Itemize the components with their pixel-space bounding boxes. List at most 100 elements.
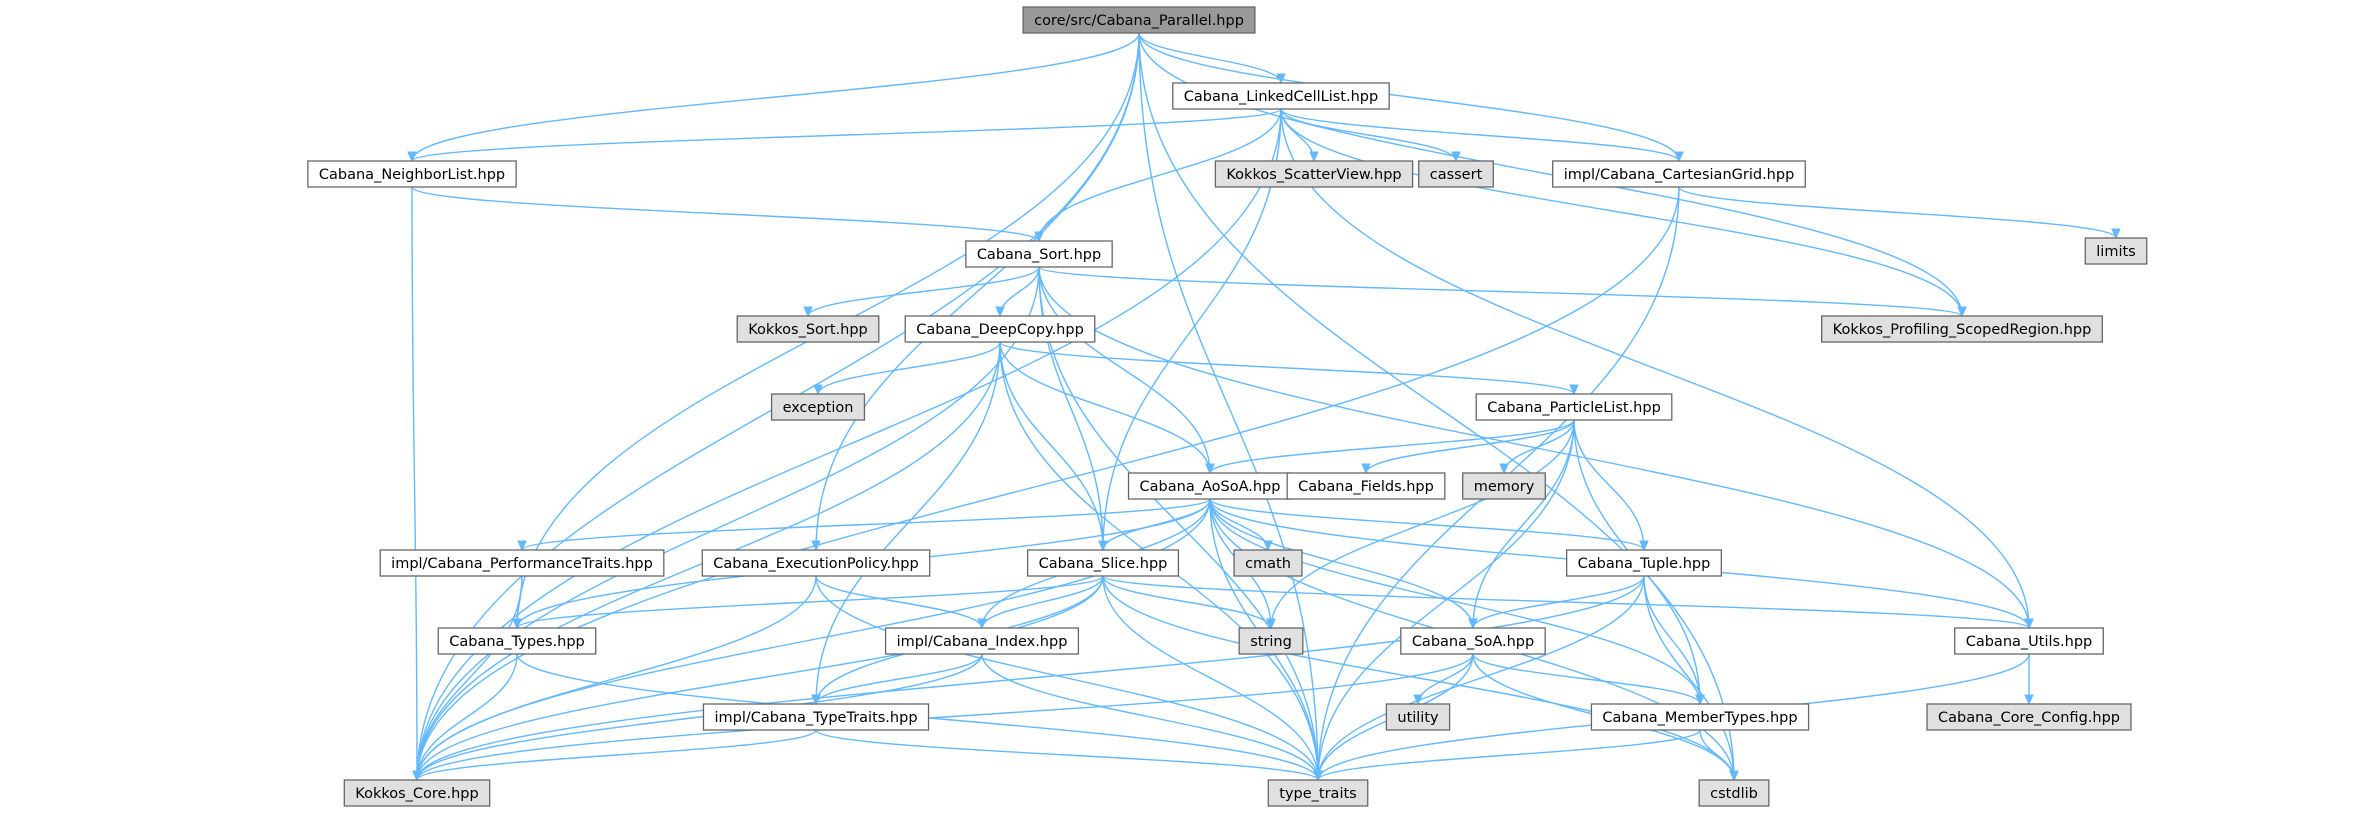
node-box [1462, 472, 1546, 500]
node-box [1926, 703, 2132, 731]
edge-line [1280, 108, 1680, 162]
edge-line [1643, 575, 1701, 705]
node-utils[interactable]: Cabana_Utils.hpp [1954, 627, 2104, 655]
edge-arrowhead [1034, 231, 1044, 243]
edge-arrowhead [1569, 384, 1579, 396]
edge-linkedcell-to-neighborlist [407, 108, 1282, 163]
node-slice[interactable]: Cabana_Slice.hpp [1026, 549, 1180, 577]
node-membertypes[interactable]: Cabana_MemberTypes.hpp [1590, 703, 1810, 731]
edge-line [1038, 266, 1963, 317]
node-label: cassert [1430, 167, 1483, 183]
edge-tuple-to-soa [1468, 575, 1645, 630]
node-linkedcell[interactable]: Cabana_LinkedCellList.hpp [1172, 82, 1390, 110]
edge-linkedcell-to-cartgrid [1280, 108, 1684, 163]
node-label: exception [783, 400, 854, 416]
node-label: Cabana_Sort.hpp [977, 247, 1101, 263]
edge-aosoa-to-perftraits [517, 498, 1211, 552]
node-perftraits[interactable]: impl/Cabana_PerformanceTraits.hpp [379, 549, 665, 577]
edge-line [1038, 266, 2030, 629]
node-deepcopy[interactable]: Cabana_DeepCopy.hpp [904, 315, 1096, 343]
edge-arrowhead [412, 770, 422, 782]
node-cassert: cassert [1418, 160, 1494, 188]
node-cartgrid[interactable]: impl/Cabana_CartesianGrid.hpp [1552, 160, 1806, 188]
node-box [1214, 160, 1414, 188]
node-soa[interactable]: Cabana_SoA.hpp [1400, 627, 1546, 655]
edge-line [817, 341, 1001, 395]
node-utility: utility [1385, 703, 1451, 731]
node-profiling: Kokkos_Profiling_ScopedRegion.hpp [1821, 315, 2103, 343]
edge-slice-to-string [1102, 575, 1276, 630]
node-typetraitsimpl[interactable]: impl/Cabana_TypeTraits.hpp [702, 703, 930, 731]
edge-line [1102, 575, 1319, 781]
edge-line [1317, 729, 1701, 781]
edge-execpolicy-to-index [815, 575, 987, 630]
edge-slice-to-kokkoscore [412, 575, 1104, 782]
edge-line [411, 186, 418, 781]
edge-line [1280, 108, 2030, 629]
edge-arrowhead [517, 540, 527, 552]
edge-arrowhead [407, 151, 417, 163]
node-box [1238, 627, 1304, 655]
edge-line [416, 575, 523, 781]
node-label: Kokkos_Core.hpp [355, 786, 478, 802]
edge-line [1280, 108, 1457, 162]
node-box [343, 779, 491, 807]
edge-line [1472, 419, 1575, 629]
edge-soa-to-membertypes [1472, 653, 1705, 706]
edge-line [1472, 653, 1701, 705]
edge-arrowhead [1413, 694, 1423, 706]
node-scatterview: Kokkos_ScatterView.hpp [1214, 160, 1414, 188]
node-box [701, 549, 931, 577]
node-box [736, 315, 880, 343]
node-exception: exception [770, 393, 866, 421]
node-label: Cabana_NeighborList.hpp [319, 167, 505, 183]
node-index[interactable]: impl/Cabana_Index.hpp [884, 627, 1080, 655]
edge-line [1209, 498, 1701, 705]
edge-arrowhead [977, 618, 987, 630]
edge-arrowhead [1205, 463, 1215, 475]
edge-index-to-typetraitsimpl [811, 653, 983, 706]
node-label: impl/Cabana_Index.hpp [897, 634, 1068, 650]
edge-linkedcell-to-profiling [1280, 108, 1967, 318]
node-types[interactable]: Cabana_Types.hpp [437, 627, 597, 655]
edge-sort-to-profiling [1038, 266, 1967, 318]
file-nodes: core/src/Cabana_Parallel.hppCabana_Linke… [307, 6, 2148, 807]
node-aosoa[interactable]: Cabana_AoSoA.hpp [1127, 472, 1293, 500]
node-coreconfig: Cabana_Core_Config.hpp [1926, 703, 2132, 731]
edge-line [516, 575, 1104, 629]
node-sort[interactable]: Cabana_Sort.hpp [965, 240, 1113, 268]
edge-arrowhead [1729, 770, 1739, 782]
edge-line [411, 32, 1140, 162]
node-execpolicy[interactable]: Cabana_ExecutionPolicy.hpp [701, 549, 931, 577]
edge-line [1102, 575, 2030, 629]
node-particlelist[interactable]: Cabana_ParticleList.hpp [1475, 393, 1673, 421]
edge-arrowhead [813, 384, 823, 396]
node-box [1698, 779, 1770, 807]
node-box [379, 549, 665, 577]
edge-particlelist-to-memory [1499, 419, 1575, 475]
node-fields[interactable]: Cabana_Fields.hpp [1286, 472, 1446, 500]
edge-line [999, 266, 1040, 317]
edge-line [815, 575, 983, 629]
edge-line [1280, 108, 1963, 317]
node-box [1552, 160, 1806, 188]
edge-arrowhead [1957, 306, 1967, 318]
edge-line [1138, 32, 1282, 84]
edge-membertypes-to-cstdlib [1699, 729, 1739, 782]
edge-slice-to-utils [1102, 575, 2034, 630]
edge-utils-to-coreconfig [2024, 654, 2034, 706]
node-label: Cabana_Core_Config.hpp [1938, 710, 2120, 726]
edge-parallel-to-neighborlist [407, 32, 1140, 163]
edge-arrowhead [1098, 540, 1108, 552]
node-tuple[interactable]: Cabana_Tuple.hpp [1566, 549, 1722, 577]
edge-sort-to-type_traits [1038, 266, 1323, 782]
edge-sort-to-slice [1038, 266, 1108, 552]
node-box [2084, 237, 2148, 265]
edge-deepcopy-to-aosoa [999, 341, 1215, 475]
node-parallel[interactable]: core/src/Cabana_Parallel.hpp [1022, 6, 1256, 34]
node-string: string [1238, 627, 1304, 655]
node-neighborlist[interactable]: Cabana_NeighborList.hpp [307, 160, 517, 188]
edge-arrowhead [811, 694, 821, 706]
edge-line [416, 729, 817, 781]
